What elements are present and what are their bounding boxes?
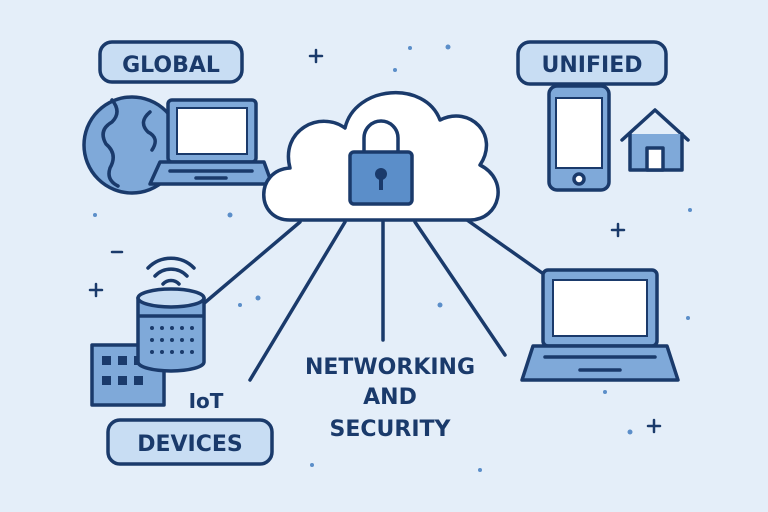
connection-lines [200,213,547,382]
devices-label: DEVICES [106,418,274,466]
lock-icon [348,119,414,206]
devices-label-text: DEVICES [137,432,243,457]
iot-label: IoT [189,389,224,413]
line-to-laptop-top [458,213,547,277]
decorative-plus-signs [88,48,662,434]
center-title-line3: SECURITY [330,417,452,442]
unified-label: UNIFIED [516,40,668,86]
line-to-iot [200,220,302,307]
global-label: GLOBAL [98,40,244,84]
center-title-line1: NETWORKING [305,355,475,380]
line-to-devices [248,220,347,382]
decorative-dots [93,44,692,472]
wifi-icon [146,256,196,286]
home-icon [620,108,690,172]
line-to-laptop [413,220,507,357]
unified-label-text: UNIFIED [542,53,643,78]
laptop-icon-right [520,268,680,382]
phone-icon [547,84,611,192]
smart-speaker-icon [136,287,206,373]
laptop-icon-left [148,98,274,186]
center-title-line2: AND [363,385,417,410]
global-label-text: GLOBAL [122,53,220,78]
center-title: NETWORKING AND SECURITY [305,355,475,442]
